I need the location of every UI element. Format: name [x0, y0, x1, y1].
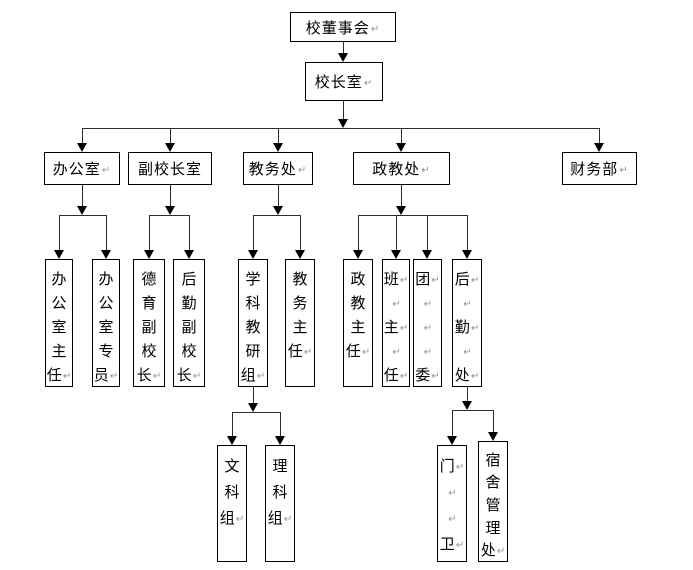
- connector-drop-youth-league: [427, 215, 428, 250]
- connector-drop-logistics-vp: [189, 215, 190, 250]
- node-liberal-arts-group: 文科组↵: [217, 445, 247, 562]
- connector-board-principal-line: [343, 42, 344, 53]
- node-academic-affairs-director: 教务主任↵: [285, 259, 315, 387]
- connector-drop-academic-affairs: [278, 128, 279, 143]
- arrowhead-down-icon: [594, 143, 604, 152]
- arrowhead-down-icon: [353, 250, 363, 259]
- connector-political-education-drop: [401, 185, 402, 206]
- arrowhead-down-icon: [462, 401, 472, 410]
- arrowhead-down-icon: [273, 206, 283, 215]
- arrowhead-down-icon: [295, 250, 305, 259]
- arrowhead-down-icon: [248, 403, 258, 412]
- node-gate-guard: 门↵↵↵卫↵: [437, 445, 467, 562]
- connector-academic-affairs-bracket: [253, 215, 300, 216]
- connector-drop-science-group: [280, 412, 281, 436]
- node-logistics-vice-principal: 后勤副校长↵: [173, 259, 205, 387]
- arrowhead-down-icon: [54, 250, 64, 259]
- arrowhead-down-icon: [248, 250, 258, 259]
- arrowhead-down-icon: [275, 436, 285, 445]
- connector-principal-drop-line: [343, 101, 344, 119]
- arrowhead-down-icon: [77, 206, 87, 215]
- arrowhead-down-icon: [227, 436, 237, 445]
- connector-drop-political-director: [358, 215, 359, 250]
- connector-drop-logistics-office: [467, 215, 468, 250]
- connector-vice-principal-drop: [170, 185, 171, 206]
- node-science-group: 理科组↵: [265, 445, 295, 562]
- connector-teaching-group-bracket: [232, 412, 280, 413]
- arrowhead-down-icon: [447, 436, 457, 445]
- arrowhead-down-icon: [422, 250, 432, 259]
- node-political-education-office: 政教处↵: [353, 152, 450, 185]
- arrowhead-down-icon: [184, 250, 194, 259]
- connector-academic-affairs-drop: [278, 185, 279, 206]
- arrowhead-down-icon: [396, 143, 406, 152]
- connector-drop-office: [82, 128, 83, 143]
- connector-drop-academic-director: [300, 215, 301, 250]
- node-youth-league-committee: 团↵↵↵↵委↵: [413, 259, 442, 387]
- arrowhead-down-icon: [165, 206, 175, 215]
- arrowhead-down-icon: [338, 119, 348, 128]
- arrowhead-down-icon: [396, 206, 406, 215]
- arrowhead-down-icon: [101, 250, 111, 259]
- connector-drop-class-teacher: [396, 215, 397, 250]
- connector-drop-vice-principal: [170, 128, 171, 143]
- node-logistics-office: 后↵↵勤↵↵处↵: [452, 259, 482, 387]
- node-school-board: 校董事会↵: [290, 12, 396, 42]
- node-dormitory-management-office: 宿舍管理处↵: [478, 441, 508, 562]
- connector-drop-teaching-group: [253, 215, 254, 250]
- node-office: 办公室↵: [44, 152, 120, 185]
- arrowhead-down-icon: [462, 250, 472, 259]
- connector-logistics-office-bracket: [452, 410, 493, 411]
- arrowhead-down-icon: [77, 143, 87, 152]
- connector-drop-office-specialist: [106, 215, 107, 250]
- connector-political-education-bracket: [358, 215, 467, 216]
- connector-drop-dorm-management: [493, 410, 494, 432]
- connector-vice-principal-bracket: [149, 215, 189, 216]
- connector-drop-moral-vp: [149, 215, 150, 250]
- node-political-education-director: 政教主任↵: [343, 259, 373, 387]
- arrowhead-down-icon: [165, 143, 175, 152]
- node-principal-office: 校长室↵: [305, 62, 383, 101]
- connector-drop-liberal-arts: [232, 412, 233, 436]
- node-finance-department: 财务部↵: [562, 152, 637, 185]
- connector-logistics-office-drop: [467, 387, 468, 401]
- connector-office-bracket: [59, 215, 106, 216]
- arrowhead-down-icon: [144, 250, 154, 259]
- node-office-specialist: 办公室专员↵: [92, 259, 120, 387]
- node-moral-education-vice-principal: 德育副校长↵: [133, 259, 165, 387]
- node-office-director: 办公室主任↵: [45, 259, 73, 387]
- arrowhead-down-icon: [273, 143, 283, 152]
- arrowhead-down-icon: [338, 53, 348, 62]
- node-class-teacher: 班↵↵主↵↵任↵: [382, 259, 410, 387]
- connector-drop-political-education: [401, 128, 402, 143]
- node-academic-affairs-office: 教务处↵: [243, 152, 313, 185]
- connector-drop-finance: [599, 128, 600, 143]
- arrowhead-down-icon: [488, 432, 498, 441]
- node-vice-principal-office: 副校长室: [128, 152, 212, 185]
- connector-office-drop: [82, 185, 83, 206]
- connector-drop-gate-guard: [452, 410, 453, 436]
- node-subject-teaching-research-group: 学科教研组↵: [238, 259, 268, 387]
- arrowhead-down-icon: [391, 250, 401, 259]
- connector-main-bracket: [82, 128, 599, 129]
- connector-drop-office-director: [59, 215, 60, 250]
- connector-teaching-group-drop: [253, 387, 254, 403]
